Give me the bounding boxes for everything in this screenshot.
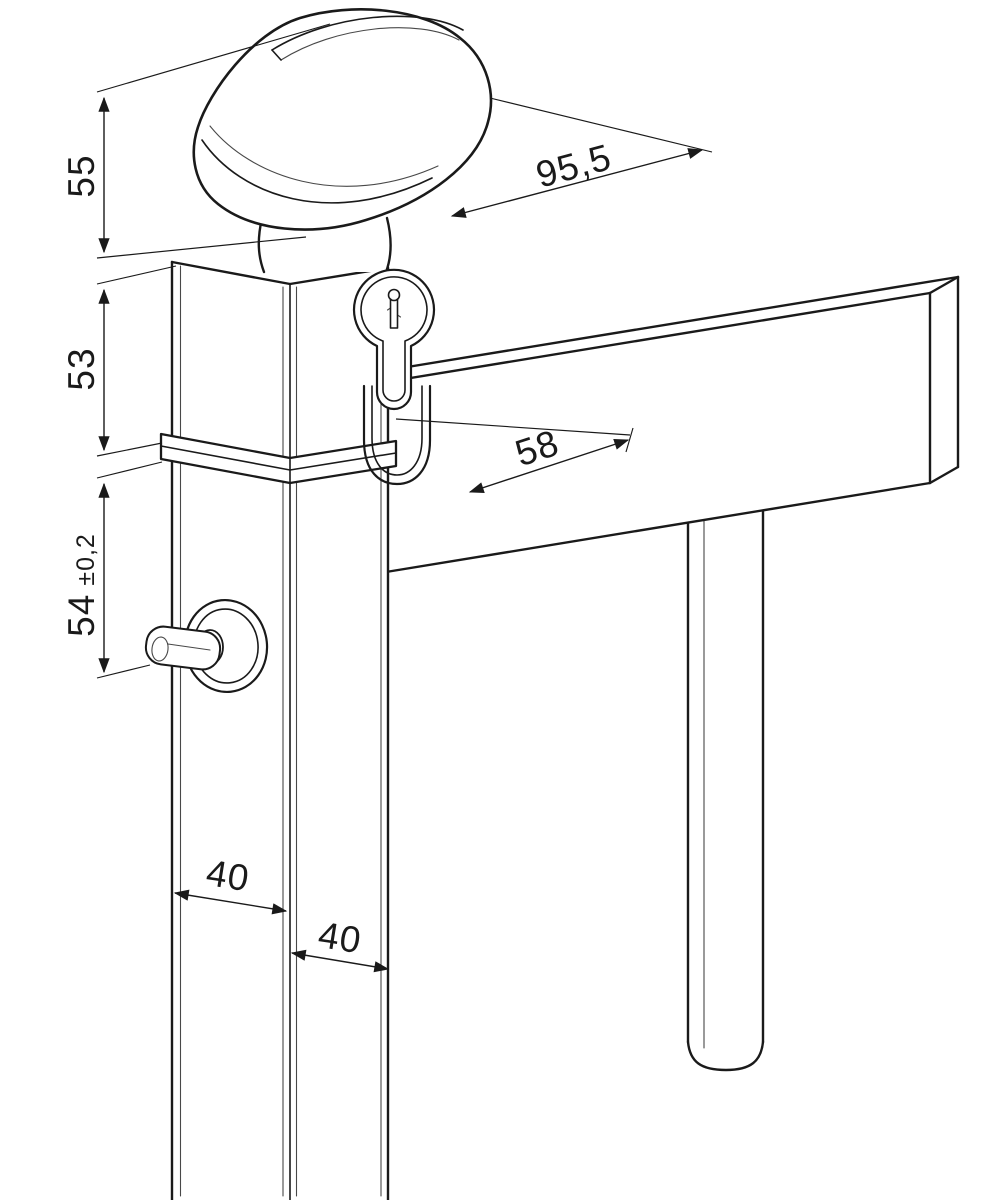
dim-53: 53 — [61, 265, 177, 457]
dim-95-5: 95,5 — [450, 97, 713, 218]
dim-53-label: 53 — [61, 347, 102, 390]
dim-54-label: 54 ±0,2 — [61, 533, 102, 637]
dim-40-left: 40 — [173, 852, 288, 915]
euro-cylinder — [352, 268, 436, 411]
dim-95-5-label: 95,5 — [532, 136, 616, 195]
dim-55-label: 55 — [61, 154, 102, 197]
dim-40-right: 40 — [290, 914, 390, 973]
keyhole-icon — [386, 288, 402, 329]
dim-54-value: 54 — [61, 594, 102, 637]
dim-55: 55 — [61, 23, 331, 259]
lock-collar — [159, 432, 398, 485]
latch-loop — [362, 384, 432, 486]
square-post — [170, 260, 390, 1200]
lock-knob — [192, 8, 493, 231]
thumbturn — [144, 598, 269, 694]
knob-seam — [201, 139, 433, 204]
dim-40-right-label: 40 — [315, 914, 364, 961]
dim-40-left-label: 40 — [203, 852, 252, 899]
dimensions: 55 53 54±0,2 95,5 58 — [61, 23, 713, 973]
dim-54: 54 ±0,2 — [61, 461, 163, 679]
round-bar — [686, 488, 765, 1072]
dim-54-tolerance: ±0,2 — [72, 533, 100, 585]
knob-grip-ridge — [271, 15, 464, 51]
gate-beam — [387, 275, 960, 573]
